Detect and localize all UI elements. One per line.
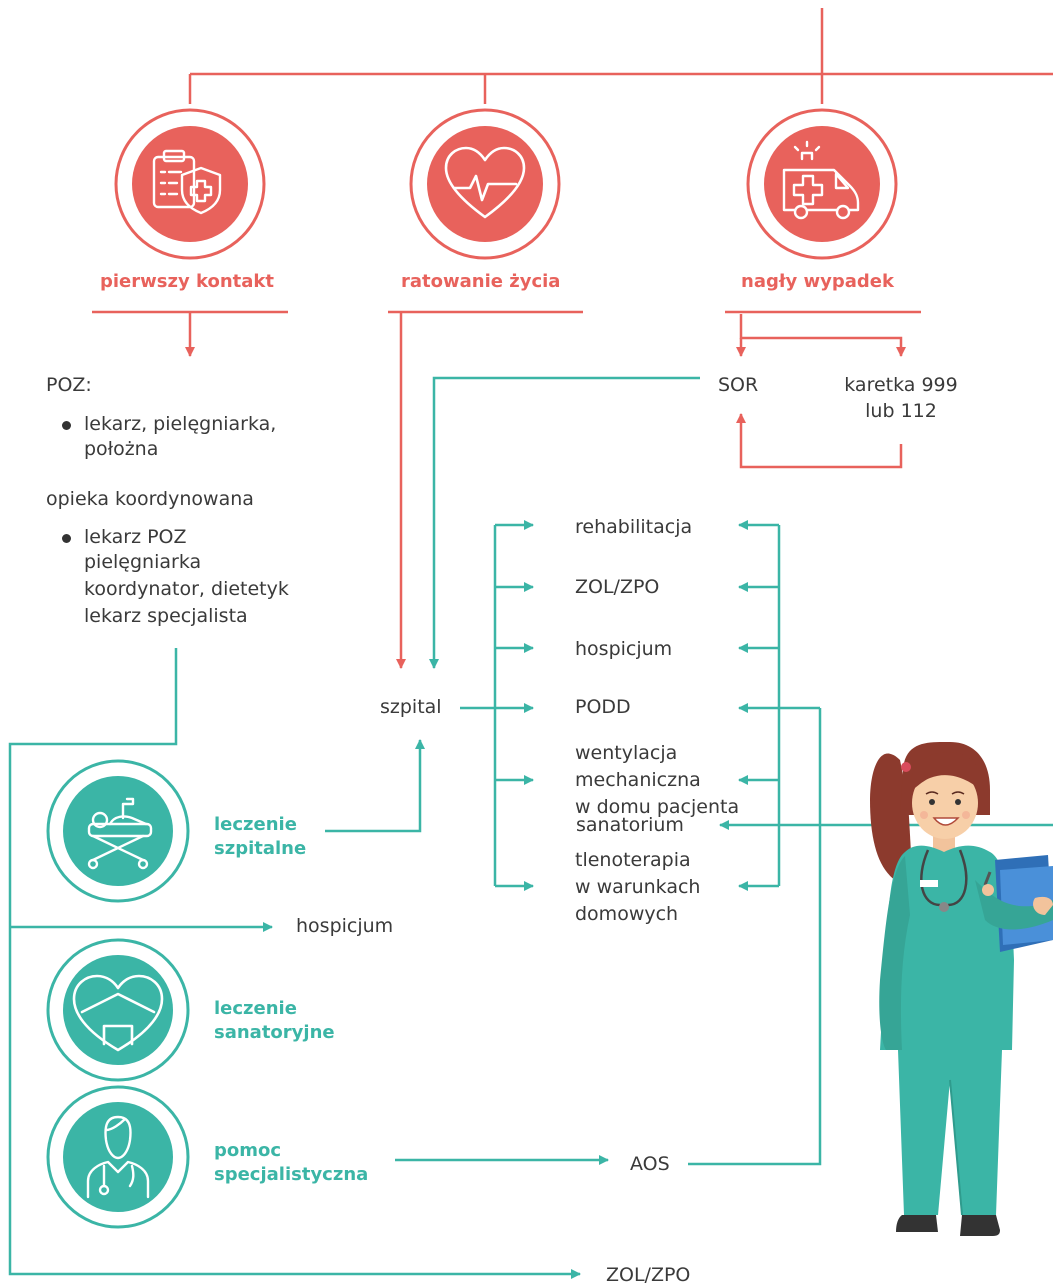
sor-label: SOR [718,374,759,396]
service-oxygen-line-3: domowych [575,903,679,925]
category-hospital-line-2: szpitalne [214,838,307,859]
clipboard-shield-icon [152,149,222,215]
category-label-life-saving: ratowanie życia [401,271,561,292]
target-sanatorium: sanatorium [576,814,684,836]
coordinated-line-3: koordynator, dietetyk [84,578,289,600]
bullet-dot [62,421,71,430]
ambulance-line-1: karetka 999 [844,374,958,396]
category-specialist-line-2: specjalistyczna [214,1164,369,1185]
category-label-accident: nagły wypadek [741,271,894,292]
category-specialist-line-1: pomoc [214,1140,282,1161]
coordinated-line-4: lekarz specjalista [84,605,248,627]
heart-house-icon [72,974,164,1052]
service-rehabilitation: rehabilitacja [575,516,693,538]
service-hospice: hospicjum [575,638,673,660]
target-hospice: hospicjum [296,915,394,937]
poz-title: POZ: [46,374,92,396]
category-hospital-line-1: leczenie [214,814,297,835]
heart-pulse-icon [444,146,526,219]
poz-bullet-line-1: lekarz, pielęgniarka, [84,413,277,435]
coordinated-line-2: pielęgniarka [84,551,202,573]
service-ventilation-line-1: wentylacja [575,742,678,764]
target-zol-zpo: ZOL/ZPO [606,1264,691,1286]
service-ventilation-line-3: w domu pacjenta [575,796,740,818]
category-sanatorium-line-2: sanatoryjne [214,1022,335,1043]
category-label-first-contact: pierwszy kontakt [100,271,274,292]
doctor-icon [86,1115,150,1199]
service-podd: PODD [575,696,631,718]
service-oxygen-line-1: tlenoterapia [575,849,691,871]
nurse-illustration [870,741,1053,1236]
service-oxygen-line-2: w warunkach [575,876,701,898]
hospital-bed-icon [87,797,153,870]
category-sanatorium-line-1: leczenie [214,998,297,1019]
bullet-dot [62,534,71,543]
teal-circles [46,759,190,1229]
coordinated-line-1: lekarz POZ [84,526,187,548]
service-ventilation-line-2: mechaniczna [575,769,701,791]
target-aos: AOS [630,1153,670,1175]
coordinated-care-title: opieka koordynowana [46,488,254,510]
ambulance-line-2: lub 112 [865,400,937,422]
ambulance-icon [782,140,860,220]
poz-bullet-line-2: położna [84,438,159,460]
service-zol-zpo: ZOL/ZPO [575,576,660,598]
hospital-label: szpital [380,696,442,718]
